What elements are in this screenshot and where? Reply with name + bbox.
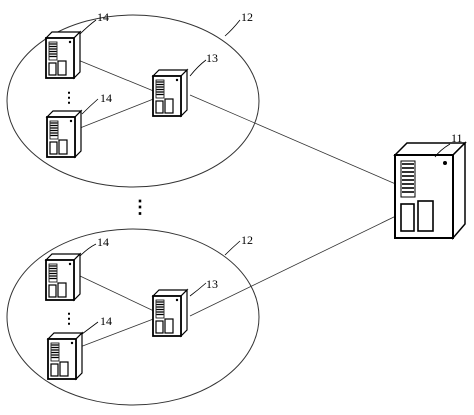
label-hub-bottom: 13 xyxy=(206,277,218,291)
link-hub-top-server xyxy=(189,94,399,186)
ellipsis-top-group: ⋮ xyxy=(62,91,76,106)
node-server-icon xyxy=(47,332,83,380)
node-server-icon xyxy=(46,110,82,158)
label-group-top: 12 xyxy=(241,10,253,24)
link-node-top-a-hub-top xyxy=(77,59,157,93)
link-node-bottom-b-hub-bottom xyxy=(79,317,157,348)
ellipsis-between-groups: ⋮ xyxy=(131,197,149,217)
group-ellipse-bottom xyxy=(6,228,260,406)
ellipsis-bottom-group: ⋮ xyxy=(62,312,76,327)
label-leaders xyxy=(79,19,451,335)
main-server-icon xyxy=(393,141,467,241)
label-node-top-a: 14 xyxy=(97,10,109,24)
group-ellipse-top xyxy=(6,14,260,188)
label-node-bottom-a: 14 xyxy=(97,235,109,249)
link-node-top-b-hub-top xyxy=(79,97,157,129)
label-node-top-b: 14 xyxy=(100,91,112,105)
link-node-bottom-a-hub-bottom xyxy=(79,275,157,313)
label-group-bottom: 12 xyxy=(241,233,253,247)
hub-server-icon xyxy=(152,289,188,337)
node-server-icon xyxy=(45,31,81,79)
link-hub-bottom-server xyxy=(189,214,399,317)
label-hub-top: 13 xyxy=(206,51,218,65)
connections xyxy=(77,59,399,348)
label-main-server: 11 xyxy=(451,131,463,145)
label-node-bottom-b: 14 xyxy=(100,314,112,328)
node-server-icon xyxy=(45,253,81,301)
hub-server-icon xyxy=(152,69,188,117)
